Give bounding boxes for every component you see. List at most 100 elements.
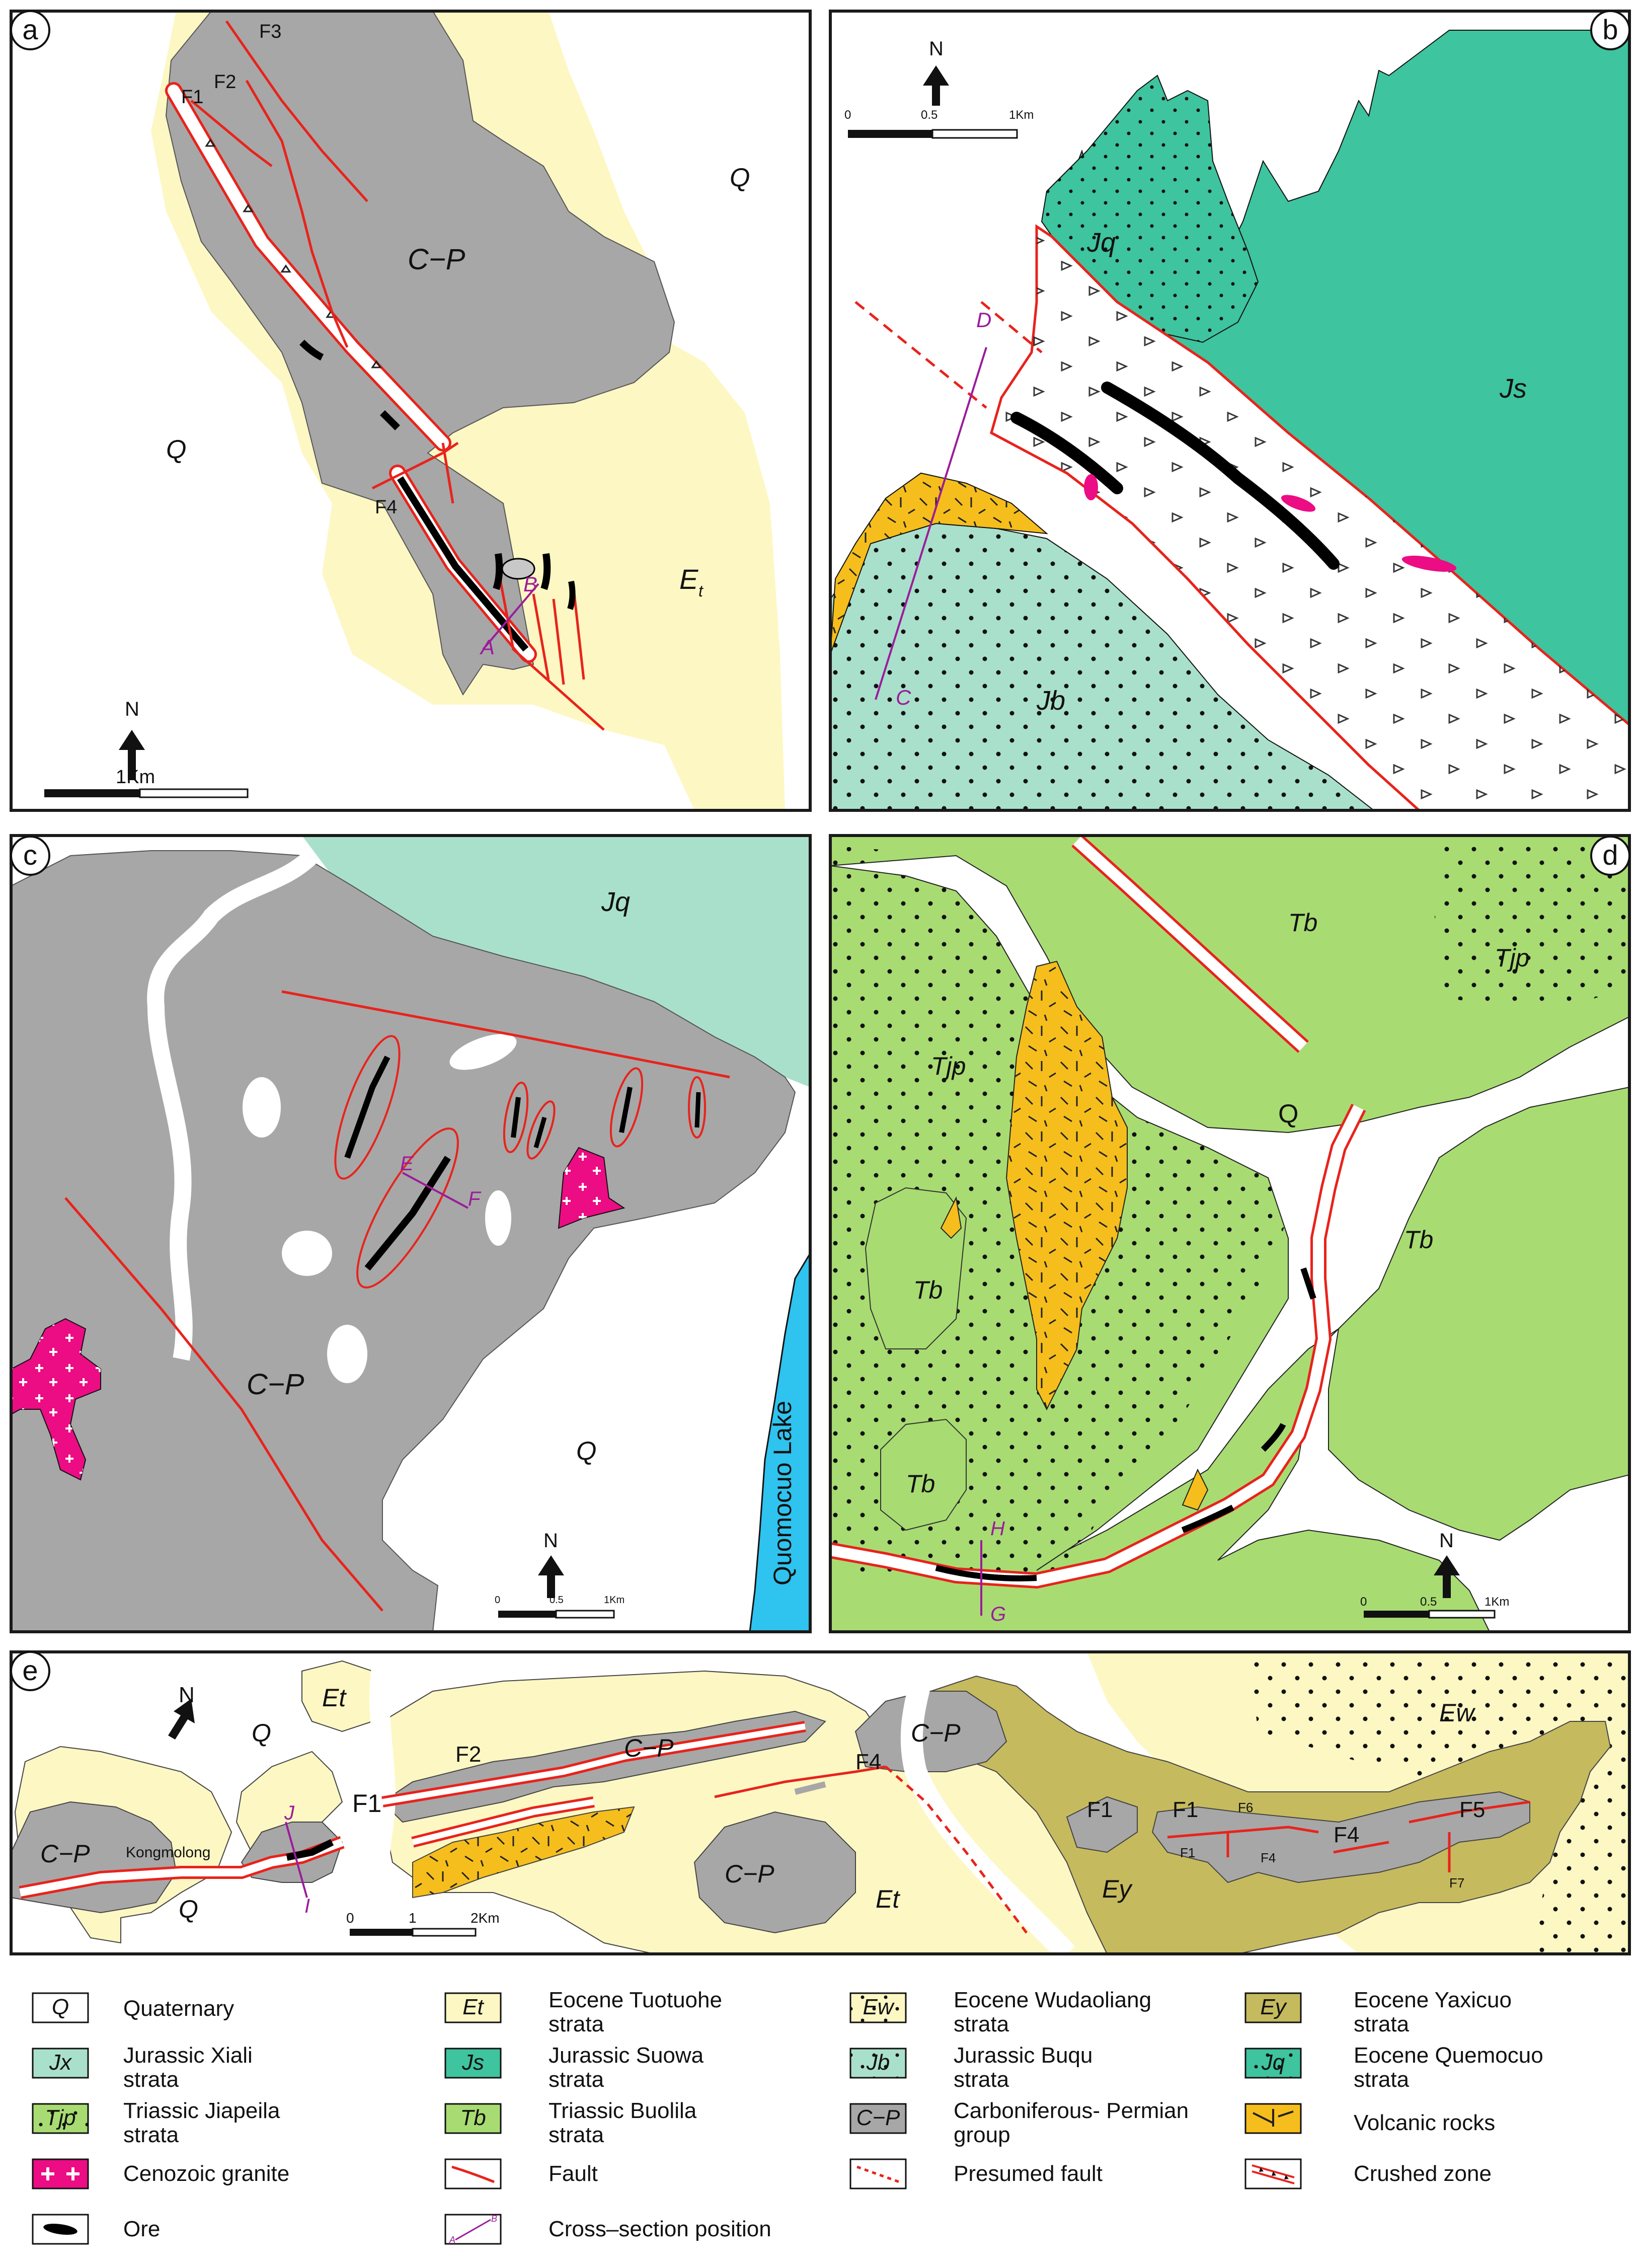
panel-a-crushed-zone: [168, 85, 449, 449]
svg-text:0.5: 0.5: [1420, 1595, 1437, 1609]
panel-c-lake-label: Quomocuo Lake: [768, 1401, 797, 1585]
panel-d: H G Tb Tjp Tjp Q Tb Tb Tb N 0 0.5 1Km d: [829, 834, 1631, 1633]
svg-text:strata: strata: [954, 2012, 1009, 2036]
panel-b-jq-label: Jq: [1086, 228, 1116, 258]
svg-text:0: 0: [346, 1910, 354, 1926]
svg-text:strata: strata: [1354, 2067, 1410, 2092]
panel-e-fault-f4c: F4: [1334, 1823, 1359, 1847]
panel-a-ore-3: [397, 476, 529, 652]
panel-b-letter: b: [1602, 14, 1618, 45]
panel-e-section-label-i: I: [304, 1895, 310, 1917]
svg-text:Presumed fault: Presumed fault: [954, 2161, 1103, 2186]
panel-d-quaternary: [830, 855, 1629, 1571]
svg-text:Q: Q: [52, 1995, 69, 2019]
svg-text:Ey: Ey: [1260, 1995, 1287, 2019]
svg-text:N: N: [179, 1683, 195, 1707]
svg-text:strata: strata: [549, 2123, 604, 2147]
panel-e-fault-f1d: F1: [1180, 1845, 1195, 1860]
svg-text:N: N: [125, 698, 139, 720]
panel-e-cp-label-4: C−P: [725, 1860, 774, 1888]
legend-item-cross-section: A B Cross–section position: [444, 2214, 771, 2245]
panel-a-section-label-b: B: [523, 572, 537, 596]
legend-item-eocene-wudaoliang: Ew Eocene Wudaoliang strata: [849, 1988, 1151, 2036]
svg-text:Tjp: Tjp: [45, 2105, 75, 2130]
panel-b-granite-2: [1281, 495, 1316, 512]
panel-d-tb-label-2: Tb: [1404, 1226, 1433, 1254]
svg-text:Ew: Ew: [863, 1995, 895, 2019]
panel-c-lake-1: [243, 1077, 281, 1138]
svg-text:Jurassic Xiali: Jurassic Xiali: [123, 2043, 253, 2068]
svg-text:Quaternary: Quaternary: [123, 1996, 234, 2021]
svg-text:strata: strata: [549, 2067, 604, 2092]
panel-a-north-arrow: N: [119, 698, 145, 780]
svg-text:0.5: 0.5: [921, 108, 938, 122]
legend-item-volcanic-rocks: Volcanic rocks: [1244, 2103, 1495, 2135]
panel-e-cp-label-3: C−P: [40, 1840, 90, 1868]
panel-a-section-ab: [482, 583, 539, 650]
svg-text:Fault: Fault: [549, 2161, 598, 2186]
panel-e-north-arrow: N: [168, 1683, 195, 1740]
svg-text:Eocene Quemocuo: Eocene Quemocuo: [1354, 2043, 1543, 2068]
svg-text:C−P: C−P: [856, 2105, 900, 2130]
panel-a-ore-1: [299, 340, 324, 361]
panel-a-quaternary-left: [11, 11, 694, 810]
svg-text:Cenozoic granite: Cenozoic granite: [123, 2161, 289, 2186]
panel-d-tjp-label-2: Tjp: [931, 1052, 966, 1080]
panel-e-letter: e: [22, 1654, 38, 1686]
panel-a-et-label: E: [679, 563, 698, 595]
svg-text:Jq: Jq: [1261, 2050, 1285, 2075]
svg-text:Jurassic Buqu: Jurassic Buqu: [954, 2043, 1092, 2068]
panel-a-faults: [190, 20, 605, 731]
panel-c-jq-unit: [302, 836, 810, 1087]
panel-e-cp-label-1: C−P: [624, 1734, 674, 1762]
panel-a-cp-label: C−P: [408, 243, 465, 276]
panel-b-granite-3: [1401, 556, 1457, 572]
panel-c-faults: [64, 990, 730, 1612]
panel-a-fault-f3: F3: [259, 21, 281, 42]
panel-b-section-cd: [875, 347, 987, 700]
panel-a-q-label-2: Q: [166, 435, 186, 464]
svg-text:Tb: Tb: [460, 2105, 486, 2130]
panel-e: J I N Q Et F2 C−P C−P F1 Kongmolong C−P …: [10, 1650, 1631, 1955]
panel-b-presumed-fault-1: [980, 301, 1043, 353]
panel-b-ore-1: [1010, 412, 1123, 494]
legend-item-crushed-zone: Crushed zone: [1244, 2158, 1492, 2189]
panel-b-js-label: Js: [1499, 373, 1527, 404]
svg-text:Crushed zone: Crushed zone: [1354, 2161, 1492, 2186]
panel-a-scale-bar: 1Km: [44, 767, 249, 798]
panel-c-scale-bar: 0 0.5 1Km: [495, 1595, 624, 1619]
svg-text:1Km: 1Km: [1485, 1595, 1509, 1609]
panel-e-kongmolong-label: Kongmolong: [126, 1844, 210, 1861]
panel-e-et-label-1: Et: [322, 1684, 347, 1712]
panel-e-fault-f1b: F1: [1087, 1797, 1113, 1822]
svg-text:Volcanic rocks: Volcanic rocks: [1354, 2110, 1495, 2135]
svg-text:Eocene Yaxicuo: Eocene Yaxicuo: [1354, 1988, 1512, 2012]
panel-c-q-label: Q: [576, 1437, 596, 1466]
panel-e-et-label-2: Et: [876, 1885, 900, 1913]
legend-item-triassic-buolila: Tb Triassic Buolila strata: [444, 2098, 697, 2147]
panel-d-ore-1: [935, 1565, 1037, 1581]
svg-text:N: N: [1439, 1530, 1454, 1552]
panel-d-tb-west-2: [880, 1418, 967, 1531]
panel-c: E F Jq C−P Q Quomocuo Lake N 0 0.5 1Km c: [9, 834, 812, 1633]
panel-e-presumed-fault: [885, 1766, 1028, 1934]
svg-text:strata: strata: [954, 2067, 1009, 2092]
panel-e-fault-f7: F7: [1449, 1875, 1464, 1891]
legend-item-quaternary: Q Quaternary: [32, 1992, 234, 2023]
panel-d-section-label-g: G: [990, 1603, 1006, 1625]
legend-item-eocene-tuotuohe: Et Eocene Tuotuohe strata: [444, 1988, 722, 2036]
panel-e-fault-f4b: F4: [1261, 1850, 1276, 1865]
svg-text:Et: Et: [462, 1995, 484, 2019]
svg-text:N: N: [543, 1530, 558, 1552]
legend-item-presumed-fault: Presumed fault: [849, 2158, 1103, 2189]
panel-e-section-label-j: J: [284, 1802, 295, 1824]
panel-a: A B F3 F2 F1 F4 C−P Q Q E t N 1Km a: [10, 10, 812, 812]
svg-text:Eocene Wudaoliang: Eocene Wudaoliang: [954, 1988, 1151, 2012]
legend-item-cenozoic-granite: Cenozoic granite: [32, 2158, 289, 2189]
svg-text:0: 0: [1360, 1595, 1367, 1609]
panel-e-cp-oval: [693, 1811, 856, 1934]
legend-item-eocene-quemocuo: Jq Eocene Quemocuo strata: [1244, 2043, 1543, 2092]
svg-text:Js: Js: [461, 2050, 484, 2075]
svg-text:0: 0: [844, 108, 851, 122]
